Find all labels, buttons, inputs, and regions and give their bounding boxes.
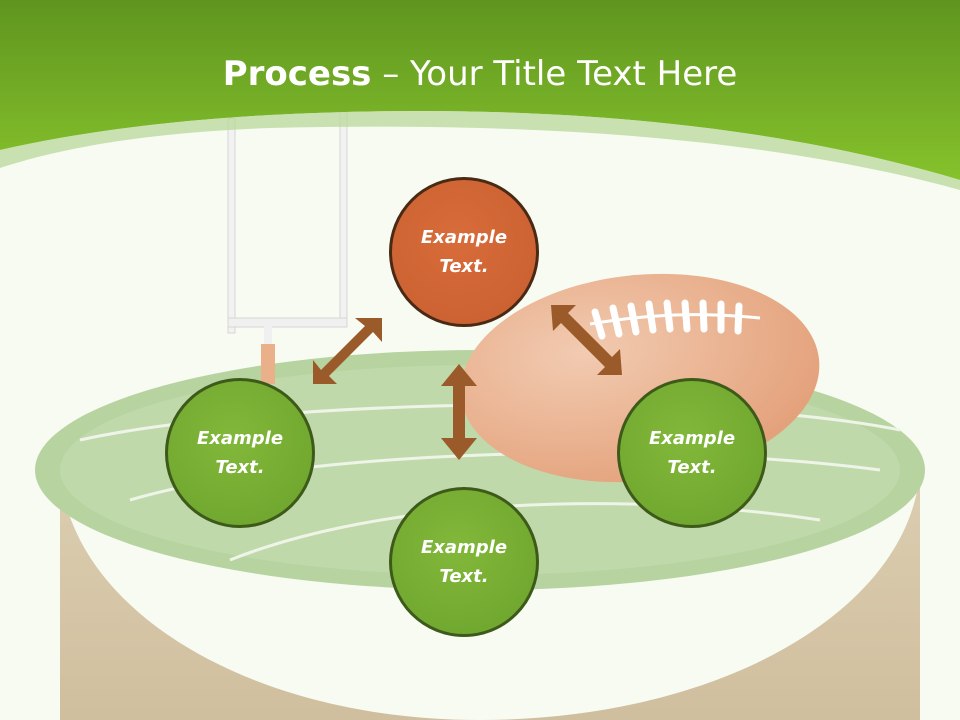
node-left-label: Example Text. bbox=[196, 428, 284, 478]
node-bottom[interactable]: Example Text. bbox=[389, 487, 539, 637]
title-bold: Process bbox=[222, 54, 372, 94]
node-left[interactable]: Example Text. bbox=[165, 378, 315, 528]
node-bottom-label: Example Text. bbox=[420, 537, 508, 587]
node-right[interactable]: Example Text. bbox=[617, 378, 767, 528]
arrow-top-to-right bbox=[551, 305, 622, 375]
slide-title: Process – Your Title Text Here bbox=[0, 52, 960, 96]
title-rest: – Your Title Text Here bbox=[371, 54, 738, 94]
node-top-label: Example Text. bbox=[420, 227, 508, 277]
arrow-left-to-top bbox=[313, 318, 382, 384]
node-top[interactable]: Example Text. bbox=[389, 177, 539, 327]
node-right-label: Example Text. bbox=[648, 428, 736, 478]
arrow-center-to-bottom bbox=[441, 364, 477, 460]
